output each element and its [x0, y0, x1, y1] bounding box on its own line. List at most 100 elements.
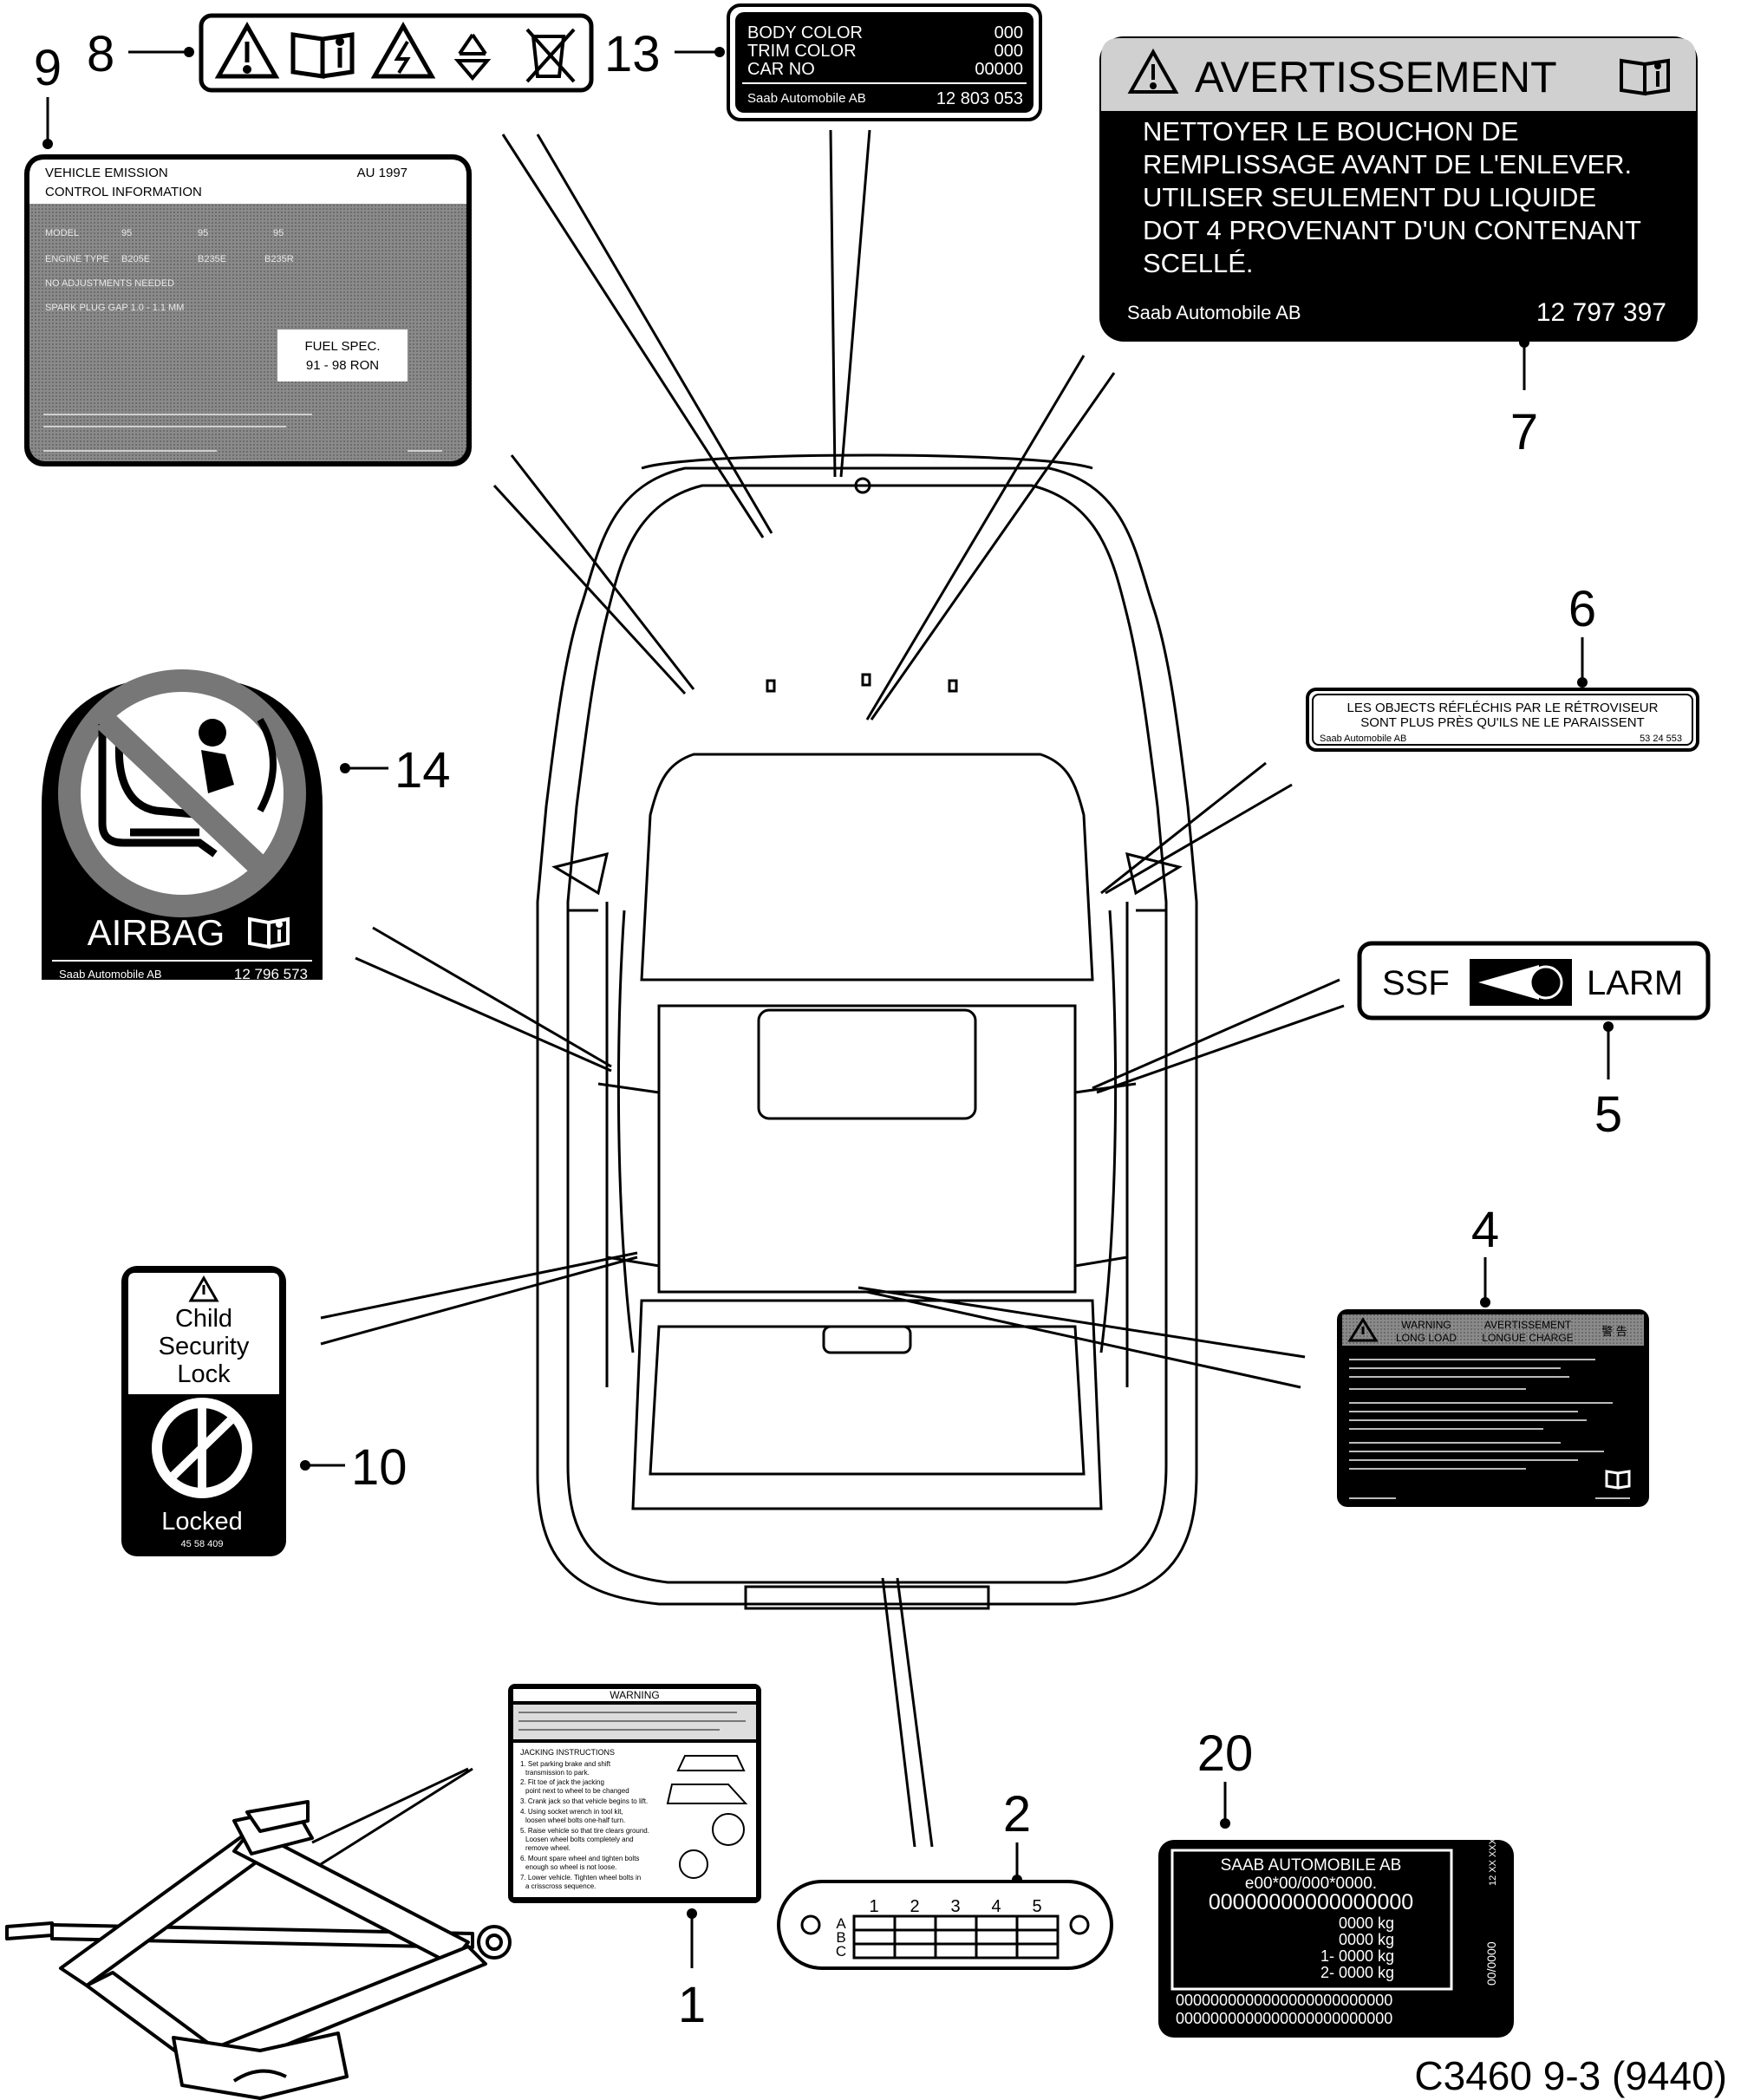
- grid-row-a: A: [836, 1915, 846, 1932]
- label-7-line-5: SCELLÉ.: [1143, 248, 1254, 278]
- jacking-step-3: 3. Crank jack so that vehicle begins to …: [520, 1797, 648, 1805]
- long-load-subheading-en: LONG LOAD: [1396, 1332, 1457, 1344]
- callout-6: 6: [1568, 581, 1596, 688]
- mirror-warning-line-1: LES OBJECTS RÉFLÉCHIS PAR LE RÉTROVISEUR: [1347, 701, 1659, 715]
- vin-number: 00000000000000000: [1209, 1890, 1413, 1914]
- label-7-line-2: REMPLISSAGE AVANT DE L'ENLEVER.: [1143, 149, 1632, 179]
- spark-plug-text: SPARK PLUG GAP 1.0 - 1.1 MM: [45, 303, 184, 313]
- callout-14: 14: [340, 742, 451, 799]
- fine-print: [43, 414, 442, 452]
- engine-type-label: ENGINE TYPE: [45, 254, 109, 264]
- label-7-maker: Saab Automobile AB: [1127, 302, 1301, 323]
- jacking-section-title: JACKING INSTRUCTIONS: [520, 1748, 615, 1757]
- recycle-icon: [453, 33, 492, 82]
- label-4-long-load-warning: WARNING LONG LOAD AVERTISSEMENT LONGUE C…: [1337, 1309, 1649, 1507]
- car-top-view: [536, 453, 1198, 1610]
- emission-year: AU 1997: [357, 166, 408, 180]
- label-8-pictograms: [199, 13, 594, 93]
- jacking-step-6b: enough so wheel is not loose.: [525, 1863, 616, 1871]
- callout-number-1: 1: [678, 1977, 706, 2033]
- security-text: Security: [159, 1333, 250, 1360]
- airbag-deploy-icon: [257, 717, 277, 812]
- fuel-spec-title: FUEL SPEC.: [305, 339, 381, 354]
- vin-approval-number: e00*00/000*0000.: [1245, 1875, 1377, 1893]
- scissor-jack: [5, 1800, 512, 2100]
- figure-code: C3460 9-3 (9440): [1414, 2053, 1727, 2098]
- jacking-step-5c: remove wheel.: [525, 1844, 571, 1852]
- high-voltage-icon: [370, 21, 436, 79]
- label-7-part-number: 12 797 397: [1536, 298, 1666, 327]
- rivet-hole-left: [800, 1914, 821, 1935]
- vin-weight-1: 0000 kg: [1339, 1914, 1394, 1932]
- callout-7: 7: [1510, 337, 1538, 460]
- jacking-step-5b: Loosen wheel bolts completely and: [525, 1836, 634, 1843]
- long-load-heading-jp: 警 告: [1601, 1325, 1627, 1338]
- vin-axle-1: 1- 0000 kg: [1320, 1947, 1394, 1965]
- long-load-heading-en: WARNING: [1401, 1319, 1451, 1331]
- leader-lines: [311, 129, 1345, 1866]
- callout-10: 10: [300, 1439, 408, 1496]
- engine-value-2: B235E: [198, 254, 226, 264]
- callout-5: 5: [1594, 1021, 1622, 1143]
- manual-book-icon: [248, 916, 290, 949]
- child-head-icon: [199, 719, 226, 747]
- callout-4: 4: [1471, 1202, 1499, 1308]
- grid-col-5: 5: [1032, 1897, 1041, 1916]
- label-14-airbag-warning: AIRBAG Saab Automobile AB 12 796 573: [42, 669, 323, 982]
- callout-number-6: 6: [1568, 581, 1596, 637]
- callout-number-20: 20: [1197, 1725, 1254, 1782]
- trim-color-label: TRIM COLOR: [747, 42, 857, 61]
- grid-row-b: B: [836, 1929, 845, 1946]
- callout-9: 9: [34, 40, 62, 149]
- fine-print: [1349, 1359, 1630, 1499]
- label-13-maker: Saab Automobile AB: [747, 91, 866, 106]
- label-6-part-number: 53 24 553: [1640, 734, 1682, 744]
- airbag-text: AIRBAG: [88, 912, 225, 953]
- label-20-vin-plate: SAAB AUTOMOBILE AB e00*00/000*0000. 0000…: [1158, 1837, 1514, 2038]
- engine-value-3: B235R: [264, 254, 294, 264]
- label-10-child-lock: Child Security Lock Locked 45 58 409: [121, 1266, 286, 1556]
- long-load-heading-fr: AVERTISSEMENT: [1484, 1319, 1572, 1331]
- callout-number-14: 14: [394, 742, 451, 799]
- label-2-paint-code-plate: 1 2 3 4 5 A B C: [777, 1880, 1113, 1970]
- model-value-1: 95: [121, 228, 132, 238]
- jacking-step-2a: 2. Fit toe of jack the jacking: [520, 1778, 604, 1786]
- jacking-step-7a: 7. Lower vehicle. Tighten wheel bolts in: [520, 1874, 641, 1882]
- model-value-3: 95: [273, 228, 284, 238]
- vin-code-line-1: 0000000000000000000000000: [1176, 1992, 1392, 2009]
- label-7-line-4: DOT 4 PROVENANT D'UN CONTENANT: [1143, 215, 1641, 245]
- lock-symbol-icon: [152, 1398, 252, 1498]
- vin-axle-2: 2- 0000 kg: [1320, 1964, 1394, 1981]
- label-5-alarm-sticker: SSF LARM: [1357, 941, 1711, 1021]
- body-color-label: BODY COLOR: [747, 23, 863, 42]
- callout-number-2: 2: [1003, 1786, 1031, 1842]
- lock-text: Lock: [177, 1360, 231, 1388]
- no-adjustments-text: NO ADJUSTMENTS NEEDED: [45, 278, 174, 289]
- vin-side-text-2: 12 XX XXX: [1488, 1837, 1498, 1886]
- callout-13: 13: [604, 26, 725, 82]
- warning-triangle-icon: [214, 21, 280, 79]
- larm-text: LARM: [1587, 964, 1683, 1002]
- label-14-maker: Saab Automobile AB: [59, 968, 162, 981]
- label-1-jacking-instructions: WARNING JACKING INSTRUCTIONS 1. Set park…: [508, 1684, 761, 1903]
- fuel-spec-box: [277, 329, 408, 382]
- jacking-step-7b: a crisscross sequence.: [525, 1882, 596, 1890]
- callout-number-7: 7: [1510, 404, 1538, 460]
- callout-number-4: 4: [1471, 1202, 1499, 1258]
- jacking-step-1b: transmission to park.: [525, 1769, 590, 1777]
- vin-weight-2: 0000 kg: [1339, 1931, 1394, 1948]
- long-load-subheading-fr: LONGUE CHARGE: [1482, 1332, 1573, 1344]
- warning-triangle-icon: [188, 1275, 219, 1302]
- mirror-warning-line-2: SONT PLUS PRÈS QU'ILS NE LE PARAISSENT: [1360, 715, 1644, 730]
- manual-book-icon: [1605, 1470, 1631, 1490]
- jacking-step-5a: 5. Raise vehicle so that tire clears gro…: [520, 1827, 649, 1835]
- trim-color-value: 000: [994, 42, 1023, 61]
- jacking-step-1a: 1. Set parking brake and shift: [520, 1760, 611, 1768]
- rivet-hole-right: [1069, 1914, 1090, 1935]
- engine-value-1: B205E: [121, 254, 150, 264]
- jacking-step-4b: loosen wheel bolts one-half turn.: [525, 1816, 625, 1824]
- emission-title-line-1: VEHICLE EMISSION: [45, 166, 168, 180]
- vin-maker: SAAB AUTOMOBILE AB: [1221, 1856, 1402, 1875]
- callout-number-8: 8: [87, 26, 114, 82]
